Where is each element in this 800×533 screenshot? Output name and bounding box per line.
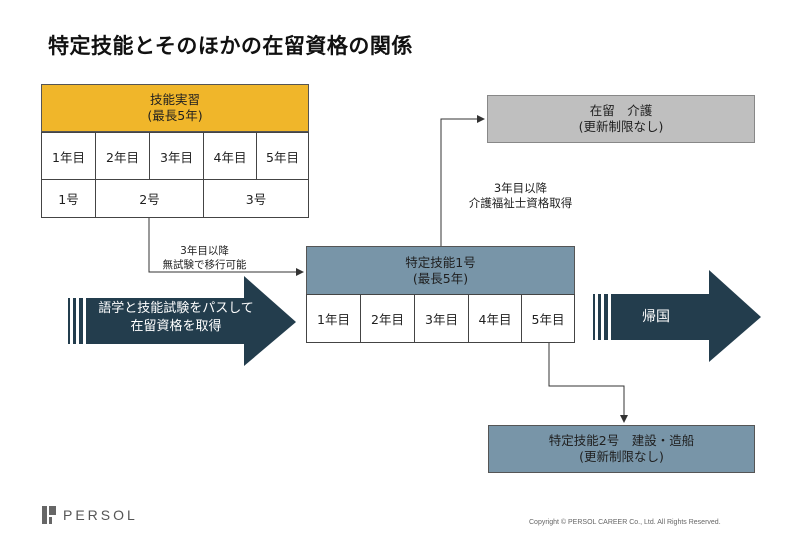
ssw1-year-cell: 1年目 — [306, 294, 361, 343]
copyright: Copyright © PERSOL CAREER Co., Ltd. All … — [529, 519, 721, 526]
ssw1-year-cell: 5年目 — [521, 294, 575, 343]
ssw1-year-cell: 3年目 — [414, 294, 469, 343]
ssw2-box: 特定技能2号 建設・造船 (更新制限なし) — [488, 425, 755, 473]
training-year-cell: 5年目 — [256, 132, 309, 180]
persol-logo: PERSOL — [42, 506, 138, 524]
care-visa-box: 在留 介護 (更新制限なし) — [487, 95, 755, 143]
ssw1-header: 特定技能1号 (最長5年) — [306, 246, 575, 295]
training-year-cell: 4年目 — [203, 132, 257, 180]
training-grade-cell: 3号 — [203, 179, 309, 218]
training-year-cell: 2年目 — [95, 132, 150, 180]
entry-arrow-text: 語学と技能試験をパスして 在留資格を取得 — [86, 300, 266, 336]
training-label: 技能実習 — [149, 92, 200, 107]
care-connector — [440, 115, 485, 246]
ssw2-label: 特定技能2号 建設・造船 — [548, 433, 695, 448]
stripe-pattern-icon — [593, 294, 608, 340]
transfer-connector — [148, 218, 304, 276]
care-visa-sublabel: (更新制限なし) — [578, 119, 664, 134]
entry-arrow-line1: 語学と技能試験をパスして — [98, 301, 254, 316]
training-grade-cell: 1号 — [41, 179, 96, 218]
ssw2-sublabel: (更新制限なし) — [579, 449, 664, 464]
return-arrow-text: 帰国 — [642, 309, 670, 325]
transfer-note-line1: 3年目以降 — [180, 245, 229, 257]
ssw1-label: 特定技能1号 — [405, 254, 476, 270]
entry-arrow-line2: 在留資格を取得 — [130, 319, 222, 334]
entry-arrow — [68, 276, 296, 366]
ssw1-year-cell: 2年目 — [360, 294, 415, 343]
training-header: 技能実習 (最長5年) — [41, 84, 309, 132]
care-note-line2: 介護福祉士資格取得 — [468, 196, 573, 210]
transfer-note: 3年目以降 無試験で移行可能 — [152, 244, 257, 272]
ssw1-sublabel: (最長5年) — [412, 270, 469, 286]
training-grade-cell: 2号 — [95, 179, 204, 218]
training-sublabel: (最長5年) — [147, 108, 203, 123]
transfer-note-line2: 無試験で移行可能 — [162, 259, 247, 271]
ssw1-year-cell: 4年目 — [468, 294, 522, 343]
training-year-cell: 3年目 — [149, 132, 204, 180]
logo-text: PERSOL — [63, 507, 138, 523]
care-visa-label: 在留 介護 — [589, 103, 653, 118]
page-title: 特定技能とそのほかの在留資格の関係 — [48, 34, 413, 58]
persol-logo-icon — [42, 506, 56, 524]
training-year-cell: 1年目 — [41, 132, 96, 180]
care-note: 3年目以降 介護福祉士資格取得 — [443, 181, 598, 211]
care-note-line1: 3年目以降 — [493, 181, 548, 195]
stripe-pattern-icon — [68, 298, 83, 344]
ssw2-connector — [548, 343, 628, 423]
return-arrow — [593, 270, 761, 362]
